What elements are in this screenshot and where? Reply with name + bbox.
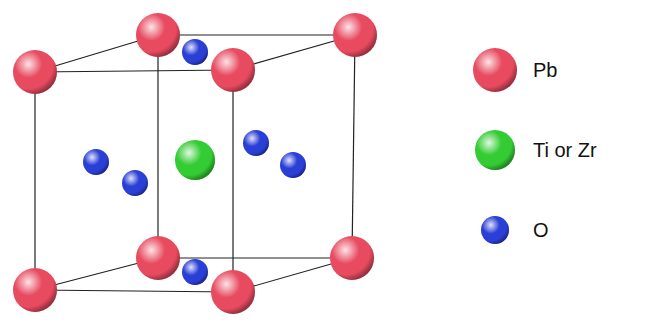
atom-shading	[136, 236, 180, 280]
atom-sphere	[136, 236, 180, 280]
legend-swatches	[473, 48, 517, 244]
legend-item	[473, 48, 517, 92]
atom-shading	[83, 149, 109, 175]
atom-sphere	[182, 259, 208, 285]
cell-edges	[35, 35, 355, 292]
atom-body	[13, 50, 57, 94]
cell-edge	[35, 290, 233, 292]
atom-shading	[136, 13, 180, 57]
atom-shading	[13, 50, 57, 94]
atom-shading	[182, 39, 208, 65]
atom-sphere	[330, 236, 374, 280]
atom-body	[136, 13, 180, 57]
atom-body	[83, 149, 109, 175]
atom-body	[333, 13, 377, 57]
atom-sphere	[333, 13, 377, 57]
atom-shading	[333, 13, 377, 57]
cell-edge	[158, 257, 352, 258]
legend-swatch	[475, 130, 515, 170]
atom-body	[211, 48, 255, 92]
atom-shading	[175, 140, 215, 180]
atom-body	[136, 236, 180, 280]
atom-shading	[182, 259, 208, 285]
legend-label: O	[533, 218, 549, 242]
atom-sphere	[211, 270, 255, 314]
atom-sphere	[182, 39, 208, 65]
atom-shading	[243, 130, 269, 156]
cell-edge	[158, 34, 355, 35]
legend-label: Ti or Zr	[533, 138, 597, 162]
atom-body	[175, 140, 215, 180]
atom-sphere	[122, 170, 148, 196]
atom-shading	[122, 170, 148, 196]
atom-sphere	[175, 140, 215, 180]
cell-atoms	[13, 13, 377, 314]
atom-sphere	[83, 149, 109, 175]
legend-swatch	[481, 216, 509, 244]
cell-edge	[352, 35, 355, 258]
atom-sphere	[211, 48, 255, 92]
cell-edge	[157, 35, 158, 258]
legend-label: Pb	[533, 58, 557, 82]
atom-body	[243, 130, 269, 156]
atom-sphere	[280, 152, 306, 178]
legend-item	[475, 130, 515, 170]
atom-body	[13, 268, 57, 312]
atom-body	[330, 236, 374, 280]
atom-sphere	[13, 268, 57, 312]
atom-body	[211, 270, 255, 314]
swatch-shading	[481, 216, 509, 244]
atom-body	[122, 170, 148, 196]
atom-shading	[330, 236, 374, 280]
legend-item	[481, 216, 509, 244]
atom-shading	[13, 268, 57, 312]
atom-sphere	[243, 130, 269, 156]
atom-shading	[280, 152, 306, 178]
atom-body	[280, 152, 306, 178]
atom-body	[182, 39, 208, 65]
cell-edge	[232, 70, 233, 292]
legend-swatch	[473, 48, 517, 92]
swatch-shading	[475, 130, 515, 170]
cell-edge	[34, 72, 35, 290]
cell-edge	[35, 70, 233, 72]
atom-shading	[211, 270, 255, 314]
atom-body	[182, 259, 208, 285]
atom-sphere	[13, 50, 57, 94]
atom-sphere	[136, 13, 180, 57]
atom-shading	[211, 48, 255, 92]
swatch-shading	[473, 48, 517, 92]
